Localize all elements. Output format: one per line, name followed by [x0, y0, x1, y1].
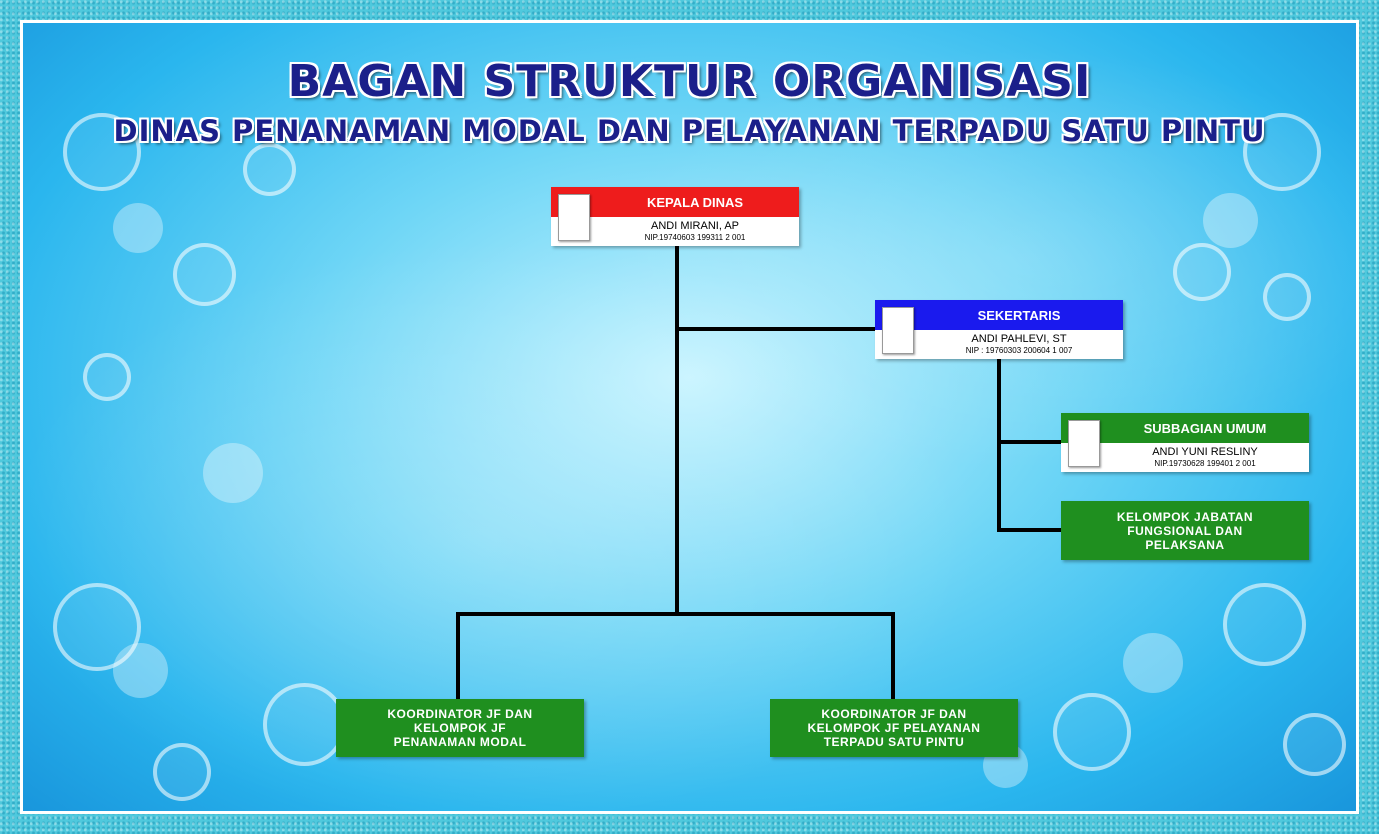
node-kepala-dinas: KEPALA DINAS ANDI MIRANI, AP NIP.1974060… [551, 187, 799, 246]
decor-dot [113, 643, 168, 698]
node-role: SUBBAGIAN UMUM [1061, 413, 1309, 443]
decor-dot [113, 203, 163, 253]
node-nip: NIP : 19760303 200604 1 007 [965, 346, 1073, 355]
decor-bubble [243, 143, 296, 196]
connector-to-sekretaris [677, 327, 875, 331]
decor-bubble [53, 583, 141, 671]
photo-placeholder [882, 307, 914, 354]
decor-bubble [1263, 273, 1311, 321]
chart-subtitle: DINAS PENANAMAN MODAL DAN PELAYANAN TERP… [113, 114, 1266, 148]
node-koordinator-penanaman-modal: KOORDINATOR JF DAN KELOMPOK JF PENANAMAN… [336, 699, 584, 757]
decor-bubble [1223, 583, 1306, 666]
decor-dot [1123, 633, 1183, 693]
decor-bubble [83, 353, 131, 401]
decor-bubble [173, 243, 236, 306]
node-name: ANDI YUNI RESLINY [1152, 446, 1258, 458]
node-name: ANDI PAHLEVI, ST [971, 333, 1067, 345]
node-sekretaris: SEKERTARIS ANDI PAHLEVI, ST NIP : 197603… [875, 300, 1123, 359]
connector-to-kelompok-jabatan [999, 528, 1061, 532]
connector-sekretaris-vertical [997, 358, 1001, 532]
node-subbagian-umum: SUBBAGIAN UMUM ANDI YUNI RESLINY NIP.197… [1061, 413, 1309, 472]
connector-to-subbagian [999, 440, 1061, 444]
connector-to-koordinator-pm [456, 612, 460, 699]
photo-placeholder [558, 194, 590, 241]
connector-bottom-horizontal [456, 612, 895, 616]
connector-main-vertical [675, 246, 679, 615]
node-nip: NIP.19730628 199401 2 001 [1154, 459, 1256, 468]
decor-bubble [1053, 693, 1131, 771]
decor-bubble [263, 683, 346, 766]
decor-dot [1203, 193, 1258, 248]
photo-placeholder [1068, 420, 1100, 467]
decor-bubble [63, 113, 141, 191]
decor-dot [203, 443, 263, 503]
decor-bubble [1173, 243, 1231, 301]
decor-bubble [1243, 113, 1321, 191]
node-role: SEKERTARIS [875, 300, 1123, 330]
node-nip: NIP.19740603 199311 2 001 [644, 233, 746, 242]
chart-title: BAGAN STRUKTUR ORGANISASI [287, 56, 1092, 107]
decor-bubble [1283, 713, 1346, 776]
node-koordinator-ptsp: KOORDINATOR JF DAN KELOMPOK JF PELAYANAN… [770, 699, 1018, 757]
decor-bubble [153, 743, 211, 801]
node-role: KEPALA DINAS [551, 187, 799, 217]
connector-to-koordinator-ptsp [891, 612, 895, 699]
node-name: ANDI MIRANI, AP [650, 220, 740, 232]
node-kelompok-jabatan-fungsional: KELOMPOK JABATAN FUNGSIONAL DAN PELAKSAN… [1061, 501, 1309, 560]
